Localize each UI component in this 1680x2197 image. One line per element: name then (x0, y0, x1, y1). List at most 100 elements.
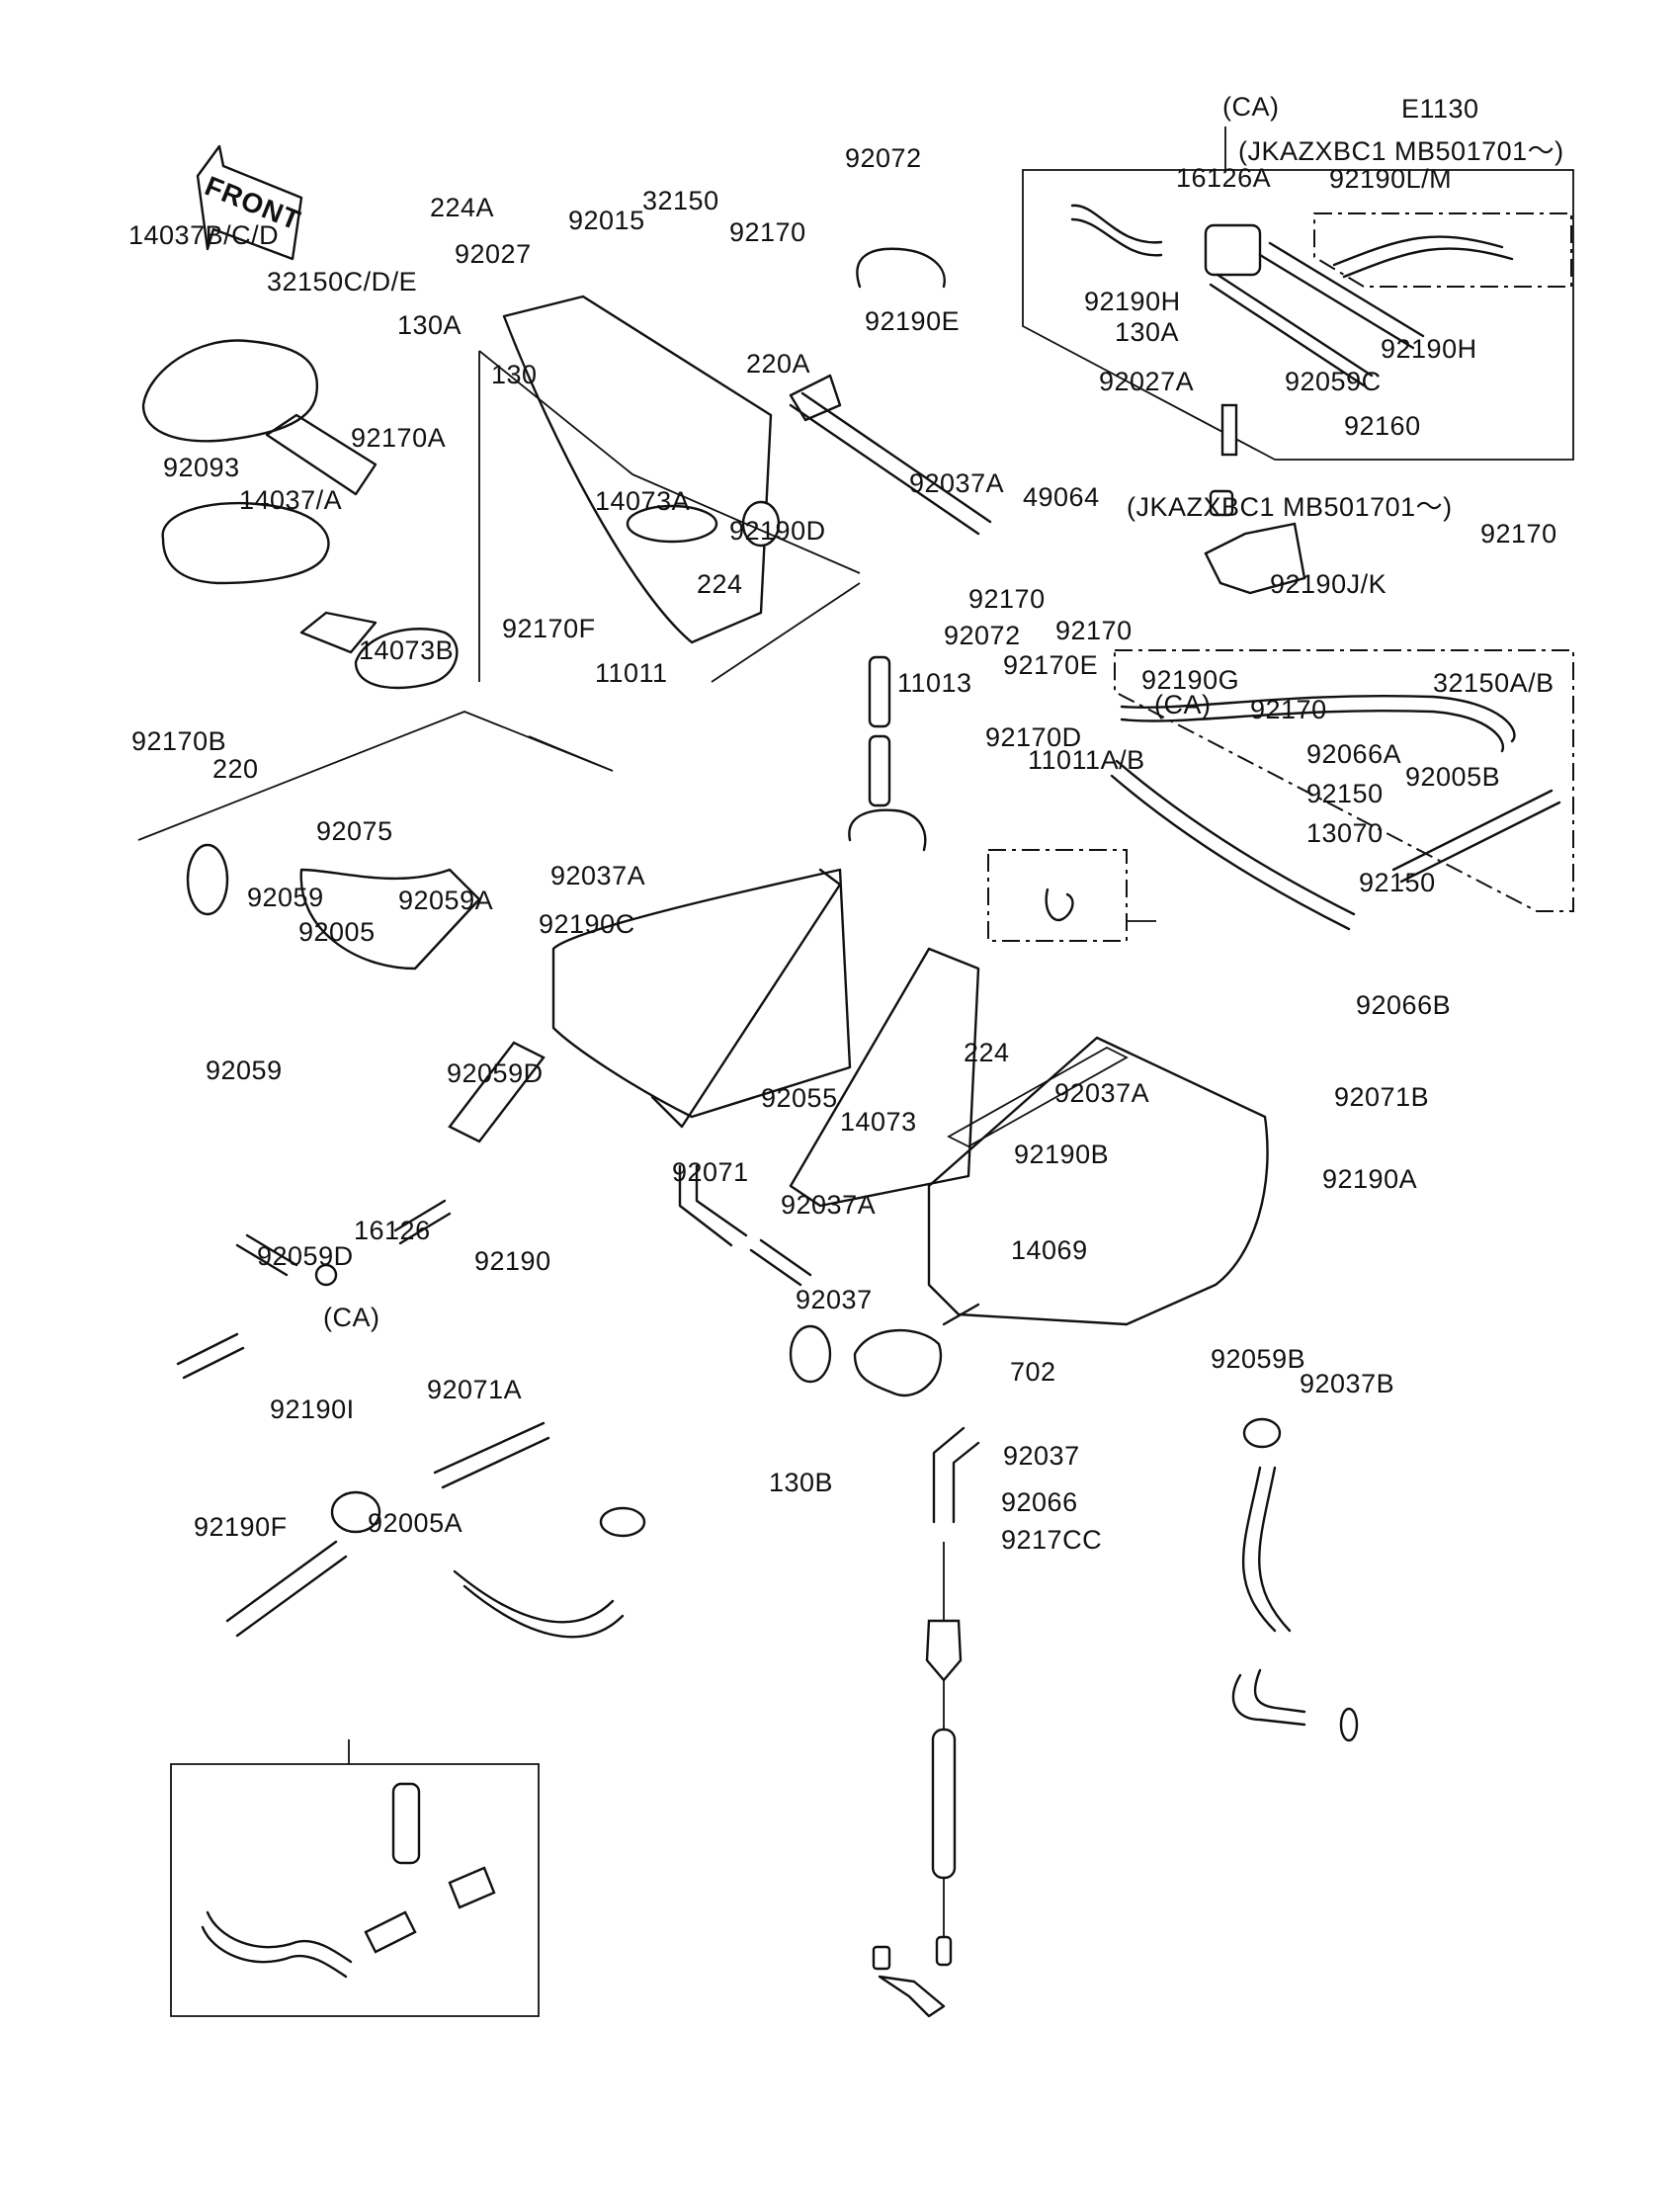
part-label-92027[interactable]: 92027 (455, 239, 532, 269)
part-label-92027a[interactable]: 92027A (1099, 367, 1195, 396)
duct-14073b (299, 868, 481, 971)
tee-92005-group (176, 1199, 452, 1380)
part-label-32150ab[interactable]: 32150A/B (1433, 668, 1554, 698)
part-label-92170e[interactable]: 92170E (1003, 650, 1099, 680)
left-intake-parts (141, 339, 459, 690)
part-label-92190h-left[interactable]: 92190H (1084, 287, 1181, 316)
part-label-92170d[interactable]: 92170D (985, 722, 1082, 752)
elbow-92059b (1231, 1668, 1306, 1727)
part-label-130a-right[interactable]: 130A (1115, 317, 1180, 347)
part-label-92005b[interactable]: 92005B (1405, 762, 1501, 792)
part-label-92055[interactable]: 92055 (761, 1083, 838, 1113)
part-label-92005[interactable]: 92005 (298, 917, 376, 947)
part-label-92160[interactable]: 92160 (1344, 411, 1421, 441)
part-label-130b[interactable]: 130B (769, 1468, 834, 1497)
part-label-92190b[interactable]: 92190B (1014, 1140, 1110, 1169)
grommet-92071 (599, 1506, 646, 1538)
part-label-32150[interactable]: 32150 (642, 186, 719, 215)
part-label-92190i[interactable]: 92190I (270, 1394, 355, 1424)
part-label-130[interactable]: 130 (491, 360, 538, 389)
part-label-92170-b[interactable]: 92170 (1055, 616, 1133, 645)
part-label-92066b[interactable]: 92066B (1356, 990, 1452, 1020)
airbox-11011 (551, 868, 852, 1129)
part-label-92037-a[interactable]: 92037 (796, 1285, 873, 1314)
ring-92055 (789, 1324, 832, 1384)
part-label-92037a-bot[interactable]: 92037A (781, 1190, 877, 1220)
part-label-702[interactable]: 702 (1010, 1357, 1056, 1387)
part-label-92190h-right[interactable]: 92190H (1381, 334, 1477, 364)
part-label-92059c[interactable]: 92059C (1285, 367, 1382, 396)
part-label-92059b[interactable]: 92059B (1211, 1344, 1306, 1374)
part-label-92190d[interactable]: 92190D (729, 516, 826, 546)
part-label-224a[interactable]: 224A (430, 193, 495, 222)
part-label-92190jk[interactable]: 92190J/K (1270, 569, 1387, 599)
part-label-13070[interactable]: 13070 (1306, 818, 1384, 848)
clamp-92072-top (856, 247, 946, 289)
part-label-224-low[interactable]: 224 (964, 1038, 1010, 1067)
part-label-92015[interactable]: 92015 (568, 206, 645, 235)
part-label-11011ab[interactable]: 11011A/B (1028, 745, 1145, 775)
part-label-92190g[interactable]: 92190G (1141, 665, 1240, 695)
part-label-92059-top[interactable]: 92059 (247, 883, 324, 912)
ca-box-92170e (987, 849, 1156, 942)
part-label-92170b[interactable]: 92170B (131, 726, 227, 756)
part-label-49064[interactable]: 49064 (1023, 482, 1100, 512)
part-label-14073[interactable]: 14073 (840, 1107, 917, 1137)
part-label-92190[interactable]: 92190 (474, 1246, 551, 1276)
part-label-92190a[interactable]: 92190A (1322, 1164, 1418, 1194)
part-label-16126a[interactable]: 16126A (1176, 163, 1272, 193)
part-label-92170-top[interactable]: 92170 (729, 217, 806, 247)
part-label-92072-mid[interactable]: 92072 (944, 621, 1021, 650)
part-label-92037a-mid[interactable]: 92037A (550, 861, 646, 890)
part-label-14037a[interactable]: 14037/A (239, 485, 343, 515)
part-label-11011[interactable]: 11011 (595, 658, 668, 688)
part-label-92190e[interactable]: 92190E (865, 306, 961, 336)
part-label-14037bcd[interactable]: 14037B/C/D (128, 220, 280, 250)
part-label-14073a[interactable]: 14073A (595, 486, 691, 516)
part-label-32150cde[interactable]: 32150C/D/E (267, 267, 418, 296)
part-label-220[interactable]: 220 (212, 754, 259, 784)
part-label-92072-top[interactable]: 92072 (845, 143, 922, 173)
part-label-92170-d[interactable]: 92170 (1250, 695, 1327, 724)
part-label-92190c[interactable]: 92190C (539, 909, 635, 939)
part-label-92059-bot[interactable]: 92059 (206, 1056, 283, 1085)
part-label-92005a[interactable]: 92005A (368, 1508, 463, 1538)
part-label-92071b[interactable]: 92071B (1334, 1082, 1430, 1112)
part-label-92037a-top[interactable]: 92037A (909, 468, 1005, 498)
part-label-92170c[interactable]: 9217CC (1001, 1525, 1103, 1555)
hose-92190a (1241, 1466, 1292, 1633)
part-label-92066a[interactable]: 92066A (1306, 739, 1402, 769)
part-label-92170f[interactable]: 92170F (502, 614, 596, 643)
part-label-92190f[interactable]: 92190F (194, 1512, 288, 1542)
part-label-92059d-top[interactable]: 92059D (447, 1058, 544, 1088)
part-label-130a-left[interactable]: 130A (397, 310, 462, 340)
part-label-14073b[interactable]: 14073B (359, 635, 455, 665)
part-label-224-mid[interactable]: 224 (697, 569, 743, 599)
part-label-92059a[interactable]: 92059A (398, 886, 494, 915)
front-arrow-icon (196, 144, 303, 261)
part-label-92170-c[interactable]: 92170 (1480, 519, 1557, 549)
part-label-16126[interactable]: 16126 (354, 1216, 431, 1245)
part-label-11013[interactable]: 11013 (897, 668, 972, 698)
air-filter-11013 (789, 947, 980, 1208)
part-label-92037b[interactable]: 92037B (1300, 1369, 1395, 1398)
part-label-92170a[interactable]: 92170A (351, 423, 447, 453)
part-label-92093[interactable]: 92093 (163, 453, 240, 482)
part-label-92066[interactable]: 92066 (1001, 1487, 1078, 1517)
part-label-220a[interactable]: 220A (746, 349, 811, 379)
part-label-92150-b[interactable]: 92150 (1359, 868, 1436, 897)
part-label-14069[interactable]: 14069 (1011, 1235, 1088, 1265)
part-label-92037-b[interactable]: 92037 (1003, 1441, 1080, 1471)
pad-92075 (448, 1041, 546, 1143)
part-label-92075[interactable]: 92075 (316, 816, 393, 846)
part-label-92037a-low[interactable]: 92037A (1054, 1078, 1150, 1108)
part-label-92150-a[interactable]: 92150 (1306, 779, 1384, 808)
part-label-92190lm[interactable]: 92190L/M (1329, 164, 1453, 194)
part-label-92071a[interactable]: 92071A (427, 1375, 523, 1404)
serial-tag-mid: (JKAZXBC1 MB501701～) (1127, 492, 1453, 522)
part-label-92170-a[interactable]: 92170 (968, 584, 1046, 614)
part-label-92059d-bot[interactable]: 92059D (257, 1241, 354, 1271)
part-label-92071[interactable]: 92071 (672, 1157, 749, 1187)
